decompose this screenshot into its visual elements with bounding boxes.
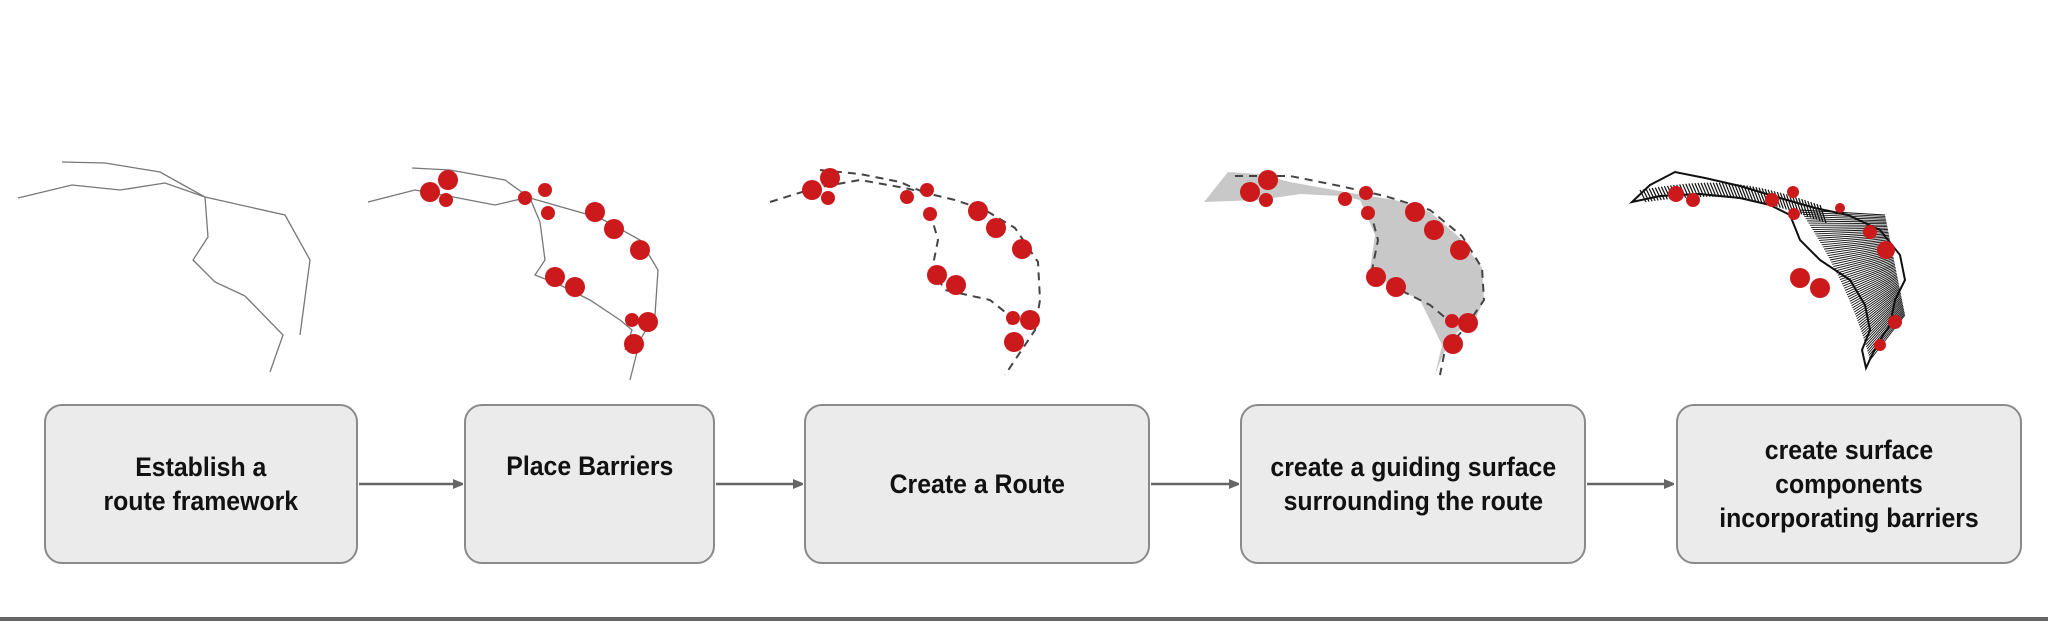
step-label: Place Barriers — [505, 451, 674, 481]
route-framework-illustration — [17, 161, 311, 373]
route-barrier-markers — [802, 168, 1040, 352]
bottom-divider — [0, 617, 2048, 621]
guiding-surface-illustration — [1204, 170, 1486, 376]
step-box-guiding-surface: create a guiding surface surrounding the… — [1240, 404, 1586, 564]
surface-barrier-markers — [1240, 170, 1478, 354]
step-box-surface-components: create surface components incorporating … — [1676, 404, 2022, 564]
step-label: Establish a route framework — [103, 452, 299, 516]
step-box-create-route: Create a Route — [804, 404, 1150, 564]
route-illustration — [769, 168, 1042, 376]
barriers-illustration — [367, 167, 659, 381]
step-box-place-barriers: Place Barriers — [464, 404, 715, 564]
surface-components-illustration — [1628, 170, 1907, 372]
step-label: Create a Route — [889, 469, 1065, 499]
step-box-establish-framework: Establish a route framework — [44, 404, 358, 564]
component-barrier-markers — [1668, 186, 1902, 351]
surface-hatching — [1639, 182, 1906, 361]
step-label: create surface components incorporating … — [1719, 435, 1979, 533]
barrier-markers — [420, 170, 658, 354]
step-label: create a guiding surface surrounding the… — [1270, 452, 1556, 516]
